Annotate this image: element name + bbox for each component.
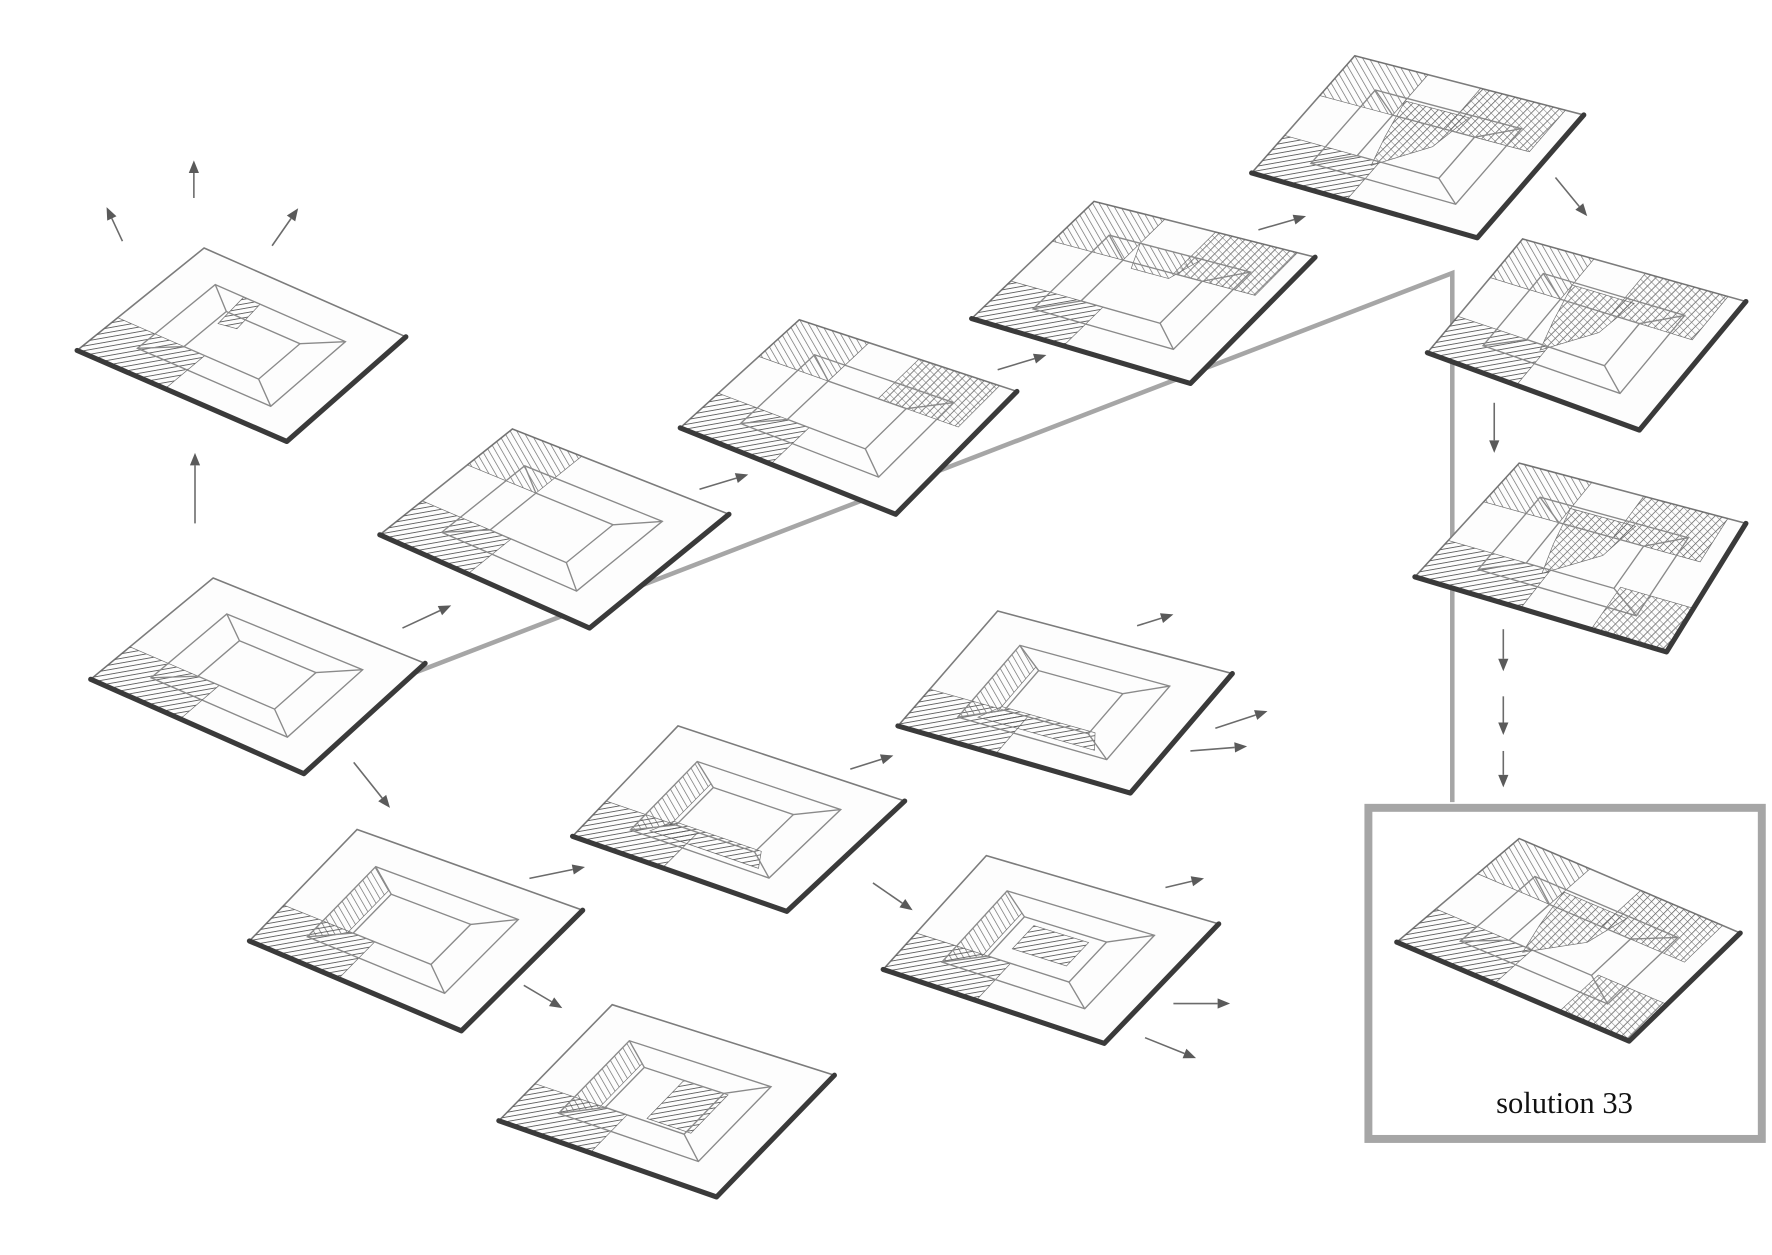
plate-edge <box>895 671 1235 796</box>
arrow <box>872 882 913 911</box>
well-inner <box>196 639 318 710</box>
solution-frame: solution 33 <box>1364 803 1766 1143</box>
highlight-connector <box>373 269 1455 803</box>
plate-solution-33 <box>1394 837 1743 1044</box>
plate-edge <box>377 511 732 631</box>
arrow <box>402 605 452 629</box>
plate-low-2 <box>569 725 908 914</box>
arrow <box>189 452 201 524</box>
plate-edge <box>569 798 908 914</box>
arrow <box>1173 998 1231 1009</box>
well-outer <box>940 890 1156 1010</box>
plate-low-1 <box>246 828 586 1034</box>
well-outer <box>440 465 664 592</box>
arrow <box>1258 214 1307 231</box>
shaded-region-inner-bar <box>1011 925 1090 967</box>
plate-edge <box>88 660 428 777</box>
arrow <box>699 473 749 491</box>
well-inner <box>603 1066 726 1135</box>
plate-edge <box>1249 112 1587 241</box>
well-outer <box>1476 496 1690 617</box>
plate-path-4 <box>1249 54 1587 241</box>
plate-edge <box>1412 520 1749 655</box>
well-outer <box>629 760 843 879</box>
shaded-region-inner-cross <box>1370 100 1470 166</box>
arrow <box>1165 876 1205 889</box>
plate-origin <box>88 577 428 777</box>
well-inner <box>1525 298 1641 367</box>
plate-low-4 <box>880 854 1222 1046</box>
arrow <box>1498 696 1509 736</box>
well-inner <box>674 786 795 853</box>
arrow <box>997 353 1047 371</box>
plate-low-3 <box>895 610 1235 796</box>
arrow <box>523 984 563 1009</box>
arrow <box>1136 613 1174 627</box>
plate-edge <box>246 907 586 1034</box>
well-inner <box>1003 669 1125 735</box>
arrow <box>1215 710 1268 729</box>
arrow <box>850 754 894 770</box>
plate-edge <box>677 388 1020 517</box>
arrow <box>271 208 299 247</box>
well-outer <box>149 613 364 738</box>
well-outer <box>306 865 520 995</box>
plate-edge <box>969 254 1318 387</box>
plates-layer <box>74 54 1749 1200</box>
plate-path-2 <box>677 318 1020 517</box>
plate-path-1 <box>377 428 732 631</box>
shaded-region-inner-cross <box>1522 891 1628 953</box>
shaded-region-back-right <box>877 358 1001 428</box>
well-outer <box>739 353 955 478</box>
arrows-layer <box>106 160 1588 1059</box>
plate-up-branch <box>74 247 409 445</box>
plate-path-6 <box>1412 462 1749 655</box>
well-inner <box>1355 114 1476 180</box>
arrow <box>106 207 124 242</box>
plate-edge <box>74 334 409 445</box>
plate-edge <box>1424 298 1749 433</box>
shaded-region-inner-front <box>977 706 1096 751</box>
plate-edge <box>1394 930 1743 1044</box>
arrow <box>529 864 585 880</box>
arrow <box>1498 750 1509 788</box>
arrow <box>1144 1036 1197 1059</box>
well-inner <box>986 915 1108 983</box>
well-outer <box>1458 875 1680 1005</box>
plate-path-3 <box>969 200 1318 387</box>
arrow <box>188 160 199 198</box>
shaded-region-inner-cross <box>1539 284 1635 351</box>
plate-low-5 <box>496 1003 837 1200</box>
plate-path-5 <box>1424 238 1749 433</box>
solution-label: solution 33 <box>1496 1086 1633 1120</box>
plate-edge <box>496 1072 837 1200</box>
plate-edge <box>880 921 1222 1046</box>
well-inner <box>351 893 472 966</box>
arrow <box>1554 176 1588 217</box>
arrow <box>353 761 390 808</box>
well-outer <box>1309 89 1523 206</box>
arrow <box>1489 402 1500 453</box>
arrow <box>1498 629 1509 672</box>
arrow <box>1190 742 1248 753</box>
